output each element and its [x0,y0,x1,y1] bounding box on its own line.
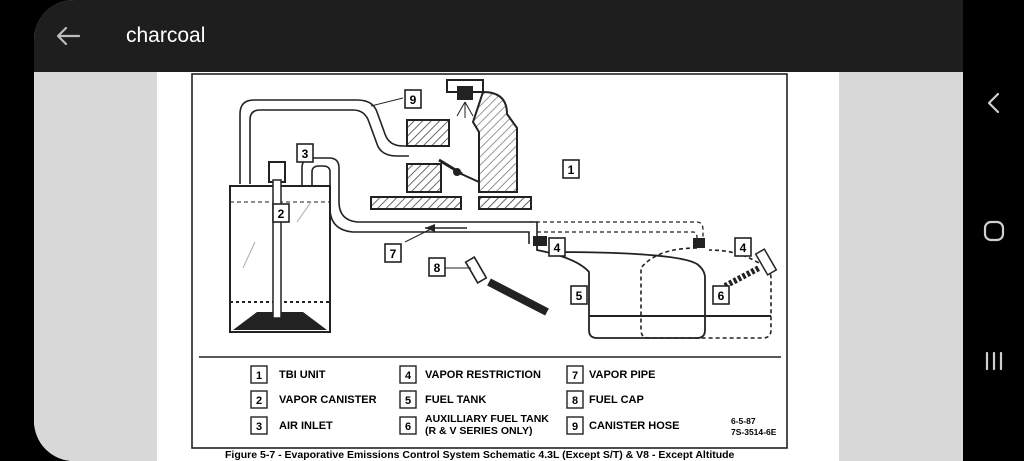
svg-text:8: 8 [434,261,441,275]
evap-emissions-schematic: 9 1 3 2 [191,73,788,461]
legend: 1 TBI UNIT 2 VAPOR CANISTER 3 AIR INLET [250,365,777,437]
callout-6: 6 [712,285,730,305]
legend-item-1: 1 TBI UNIT [250,365,326,384]
svg-text:VAPOR CANISTER: VAPOR CANISTER [279,394,377,406]
svg-text:1: 1 [256,370,262,382]
callout-4b: 4 [734,237,752,257]
nav-recents-button[interactable] [963,336,1024,386]
home-icon [983,220,1004,242]
callout-7: 7 [384,227,434,263]
svg-text:4: 4 [405,370,412,382]
aux-fuel-tank-drawing [640,238,778,339]
svg-text:CANISTER HOSE: CANISTER HOSE [589,420,679,432]
callout-2: 2 [272,203,290,223]
arrow-left-icon [56,26,81,46]
svg-text:8: 8 [572,395,578,407]
svg-text:AUXILLIARY FUEL TANK: AUXILLIARY FUEL TANK [425,413,549,425]
legend-item-6: 6 AUXILLIARY FUEL TANK (R & V SERIES ONL… [399,413,549,437]
recents-icon [985,351,1002,371]
svg-text:(R & V SERIES ONLY): (R & V SERIES ONLY) [425,425,533,437]
system-nav-bar [963,0,1024,461]
callout-4a: 4 [548,237,566,257]
legend-item-7: 7 VAPOR PIPE [566,365,655,384]
legend-item-4: 4 VAPOR RESTRICTION [399,365,541,384]
nav-home-button[interactable] [963,206,1024,256]
callout-1: 1 [562,159,580,179]
chevron-left-icon [987,92,999,114]
svg-text:3: 3 [302,147,309,161]
fuel-tank-drawing [464,236,706,339]
callout-5: 5 [570,285,588,305]
svg-text:4: 4 [740,241,747,255]
legend-item-8: 8 FUEL CAP [566,390,644,409]
svg-text:7: 7 [572,370,578,382]
legend-item-3: 3 AIR INLET [250,416,333,435]
callout-3: 3 [296,143,314,163]
search-query-text[interactable]: charcoal [126,24,206,47]
svg-text:VAPOR PIPE: VAPOR PIPE [589,369,655,381]
back-button[interactable] [48,18,88,54]
svg-text:AIR INLET: AIR INLET [279,420,333,432]
svg-text:TBI UNIT: TBI UNIT [279,369,326,381]
svg-text:9: 9 [410,93,417,107]
legend-item-9: 9 CANISTER HOSE [566,416,679,435]
figure-ref-code: 7S-3514-6E [731,427,777,437]
tbi-unit-drawing [370,79,532,210]
svg-text:7: 7 [390,247,397,261]
svg-text:5: 5 [576,289,583,303]
legend-item-2: 2 VAPOR CANISTER [250,390,377,409]
nav-back-button[interactable] [963,78,1024,128]
legend-item-5: 5 FUEL TANK [399,390,486,409]
callout-9: 9 [370,89,422,109]
svg-text:5: 5 [405,395,411,407]
figure-caption: Figure 5-7 - Evaporative Emissions Contr… [225,449,735,461]
svg-text:FUEL CAP: FUEL CAP [589,394,644,406]
svg-text:2: 2 [256,395,262,407]
svg-text:2: 2 [278,207,285,221]
svg-text:4: 4 [554,241,561,255]
svg-text:9: 9 [572,421,578,433]
document-page: 9 1 3 2 [157,72,839,461]
svg-text:FUEL TANK: FUEL TANK [425,394,486,406]
svg-text:3: 3 [256,421,262,433]
document-viewer-app: charcoal [34,0,963,461]
search-toolbar: charcoal [34,0,963,72]
svg-text:6: 6 [405,421,411,433]
vapor-canister-drawing [229,161,331,333]
svg-text:VAPOR RESTRICTION: VAPOR RESTRICTION [425,369,541,381]
callout-8: 8 [428,257,471,277]
document-viewport[interactable]: 9 1 3 2 [34,72,963,461]
svg-text:1: 1 [568,163,575,177]
svg-text:6: 6 [718,289,725,303]
figure-date-code: 6-5-87 [731,416,756,426]
